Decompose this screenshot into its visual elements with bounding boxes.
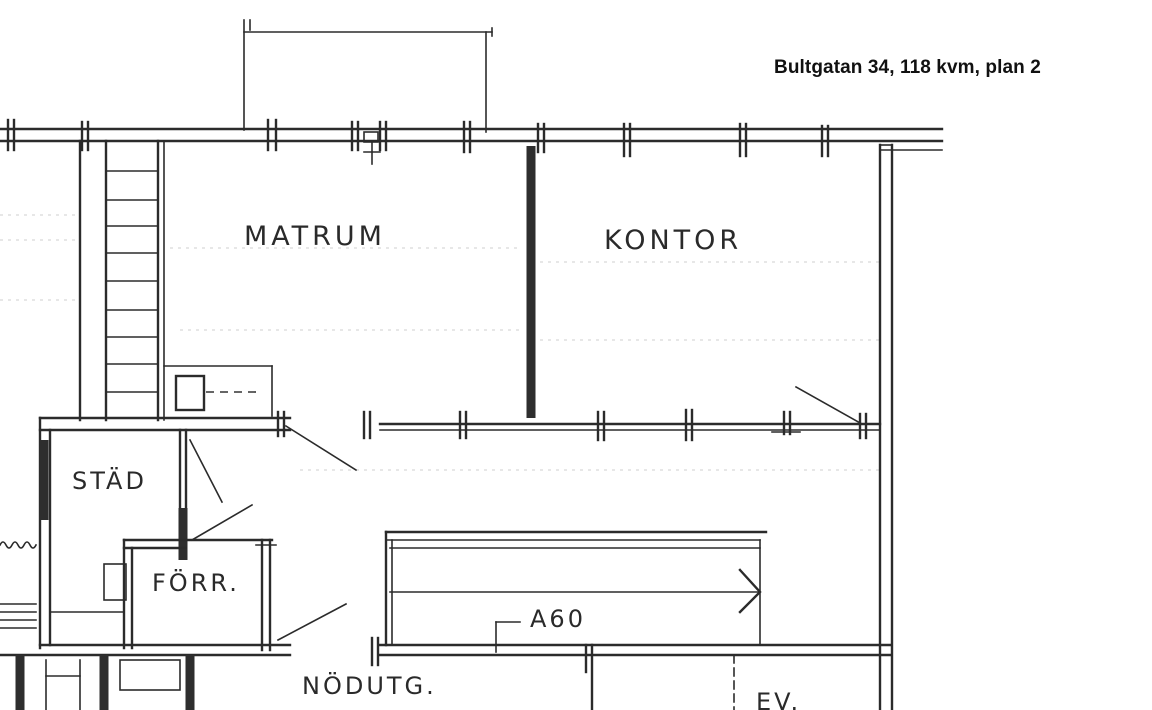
room-label-stad: STÄD (72, 466, 147, 495)
balcony-outline (243, 19, 493, 133)
room-label-nodutg: NÖDUTG. (302, 671, 437, 700)
room-label-kontor: KONTOR (604, 225, 742, 256)
fire-rating-label: A60 (530, 605, 586, 633)
top-exterior-wall (0, 118, 944, 165)
staircase (78, 139, 165, 422)
kitchen-counter (163, 365, 273, 417)
right-exterior-wall (878, 143, 894, 710)
storage-block (0, 416, 348, 657)
room-label-forr: FÖRR. (152, 568, 240, 597)
room-label-ev: EV. (756, 688, 801, 710)
plan-caption: Bultgatan 34, 118 kvm, plan 2 (774, 57, 1041, 78)
escape-ramp (384, 530, 768, 653)
room-label-matrum: MATRUM (244, 221, 386, 252)
bottom-structure (15, 636, 892, 710)
corridor-wall (38, 385, 882, 472)
scan-noise (0, 214, 880, 471)
